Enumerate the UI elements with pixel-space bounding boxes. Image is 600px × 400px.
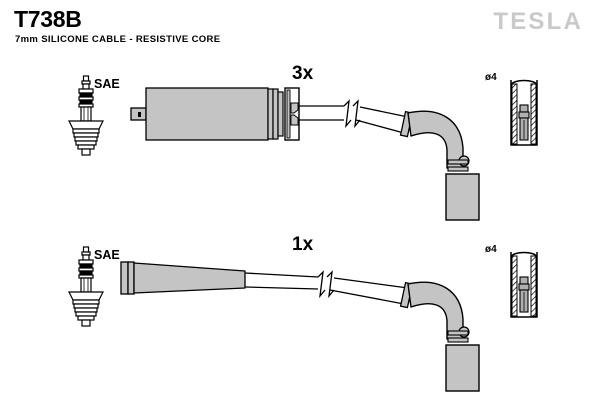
- brand-logo: TESLA: [493, 8, 583, 35]
- coil-boot-lower: [399, 281, 480, 392]
- cable-lower: [244, 272, 409, 305]
- coil-terminal-upper: [510, 79, 538, 146]
- spark-plug-icon-upper: [68, 75, 104, 156]
- plug-boot-upper: [130, 87, 300, 141]
- cable-break-symbol-lower: [317, 270, 335, 299]
- cable-break-symbol-upper: [343, 99, 361, 129]
- sae-label-lower: SAE: [94, 248, 120, 262]
- quantity-label-upper: 3x: [292, 63, 314, 84]
- diameter-label-upper: ø4: [485, 72, 497, 83]
- diameter-label-lower: ø4: [485, 244, 497, 255]
- cable-upper: [299, 105, 409, 134]
- upper-assembly: [68, 75, 538, 221]
- page-title: T738B: [14, 6, 82, 32]
- plug-boot-lower: [120, 261, 246, 295]
- lower-assembly: [68, 246, 538, 392]
- part-description: 7mm SILICONE CABLE - RESISTIVE CORE: [15, 34, 221, 45]
- quantity-label-lower: 1x: [292, 234, 314, 255]
- sae-label-upper: SAE: [94, 77, 120, 91]
- coil-terminal-lower: [510, 251, 538, 318]
- coil-boot-upper: [399, 110, 480, 221]
- spark-plug-icon-lower: [68, 246, 104, 327]
